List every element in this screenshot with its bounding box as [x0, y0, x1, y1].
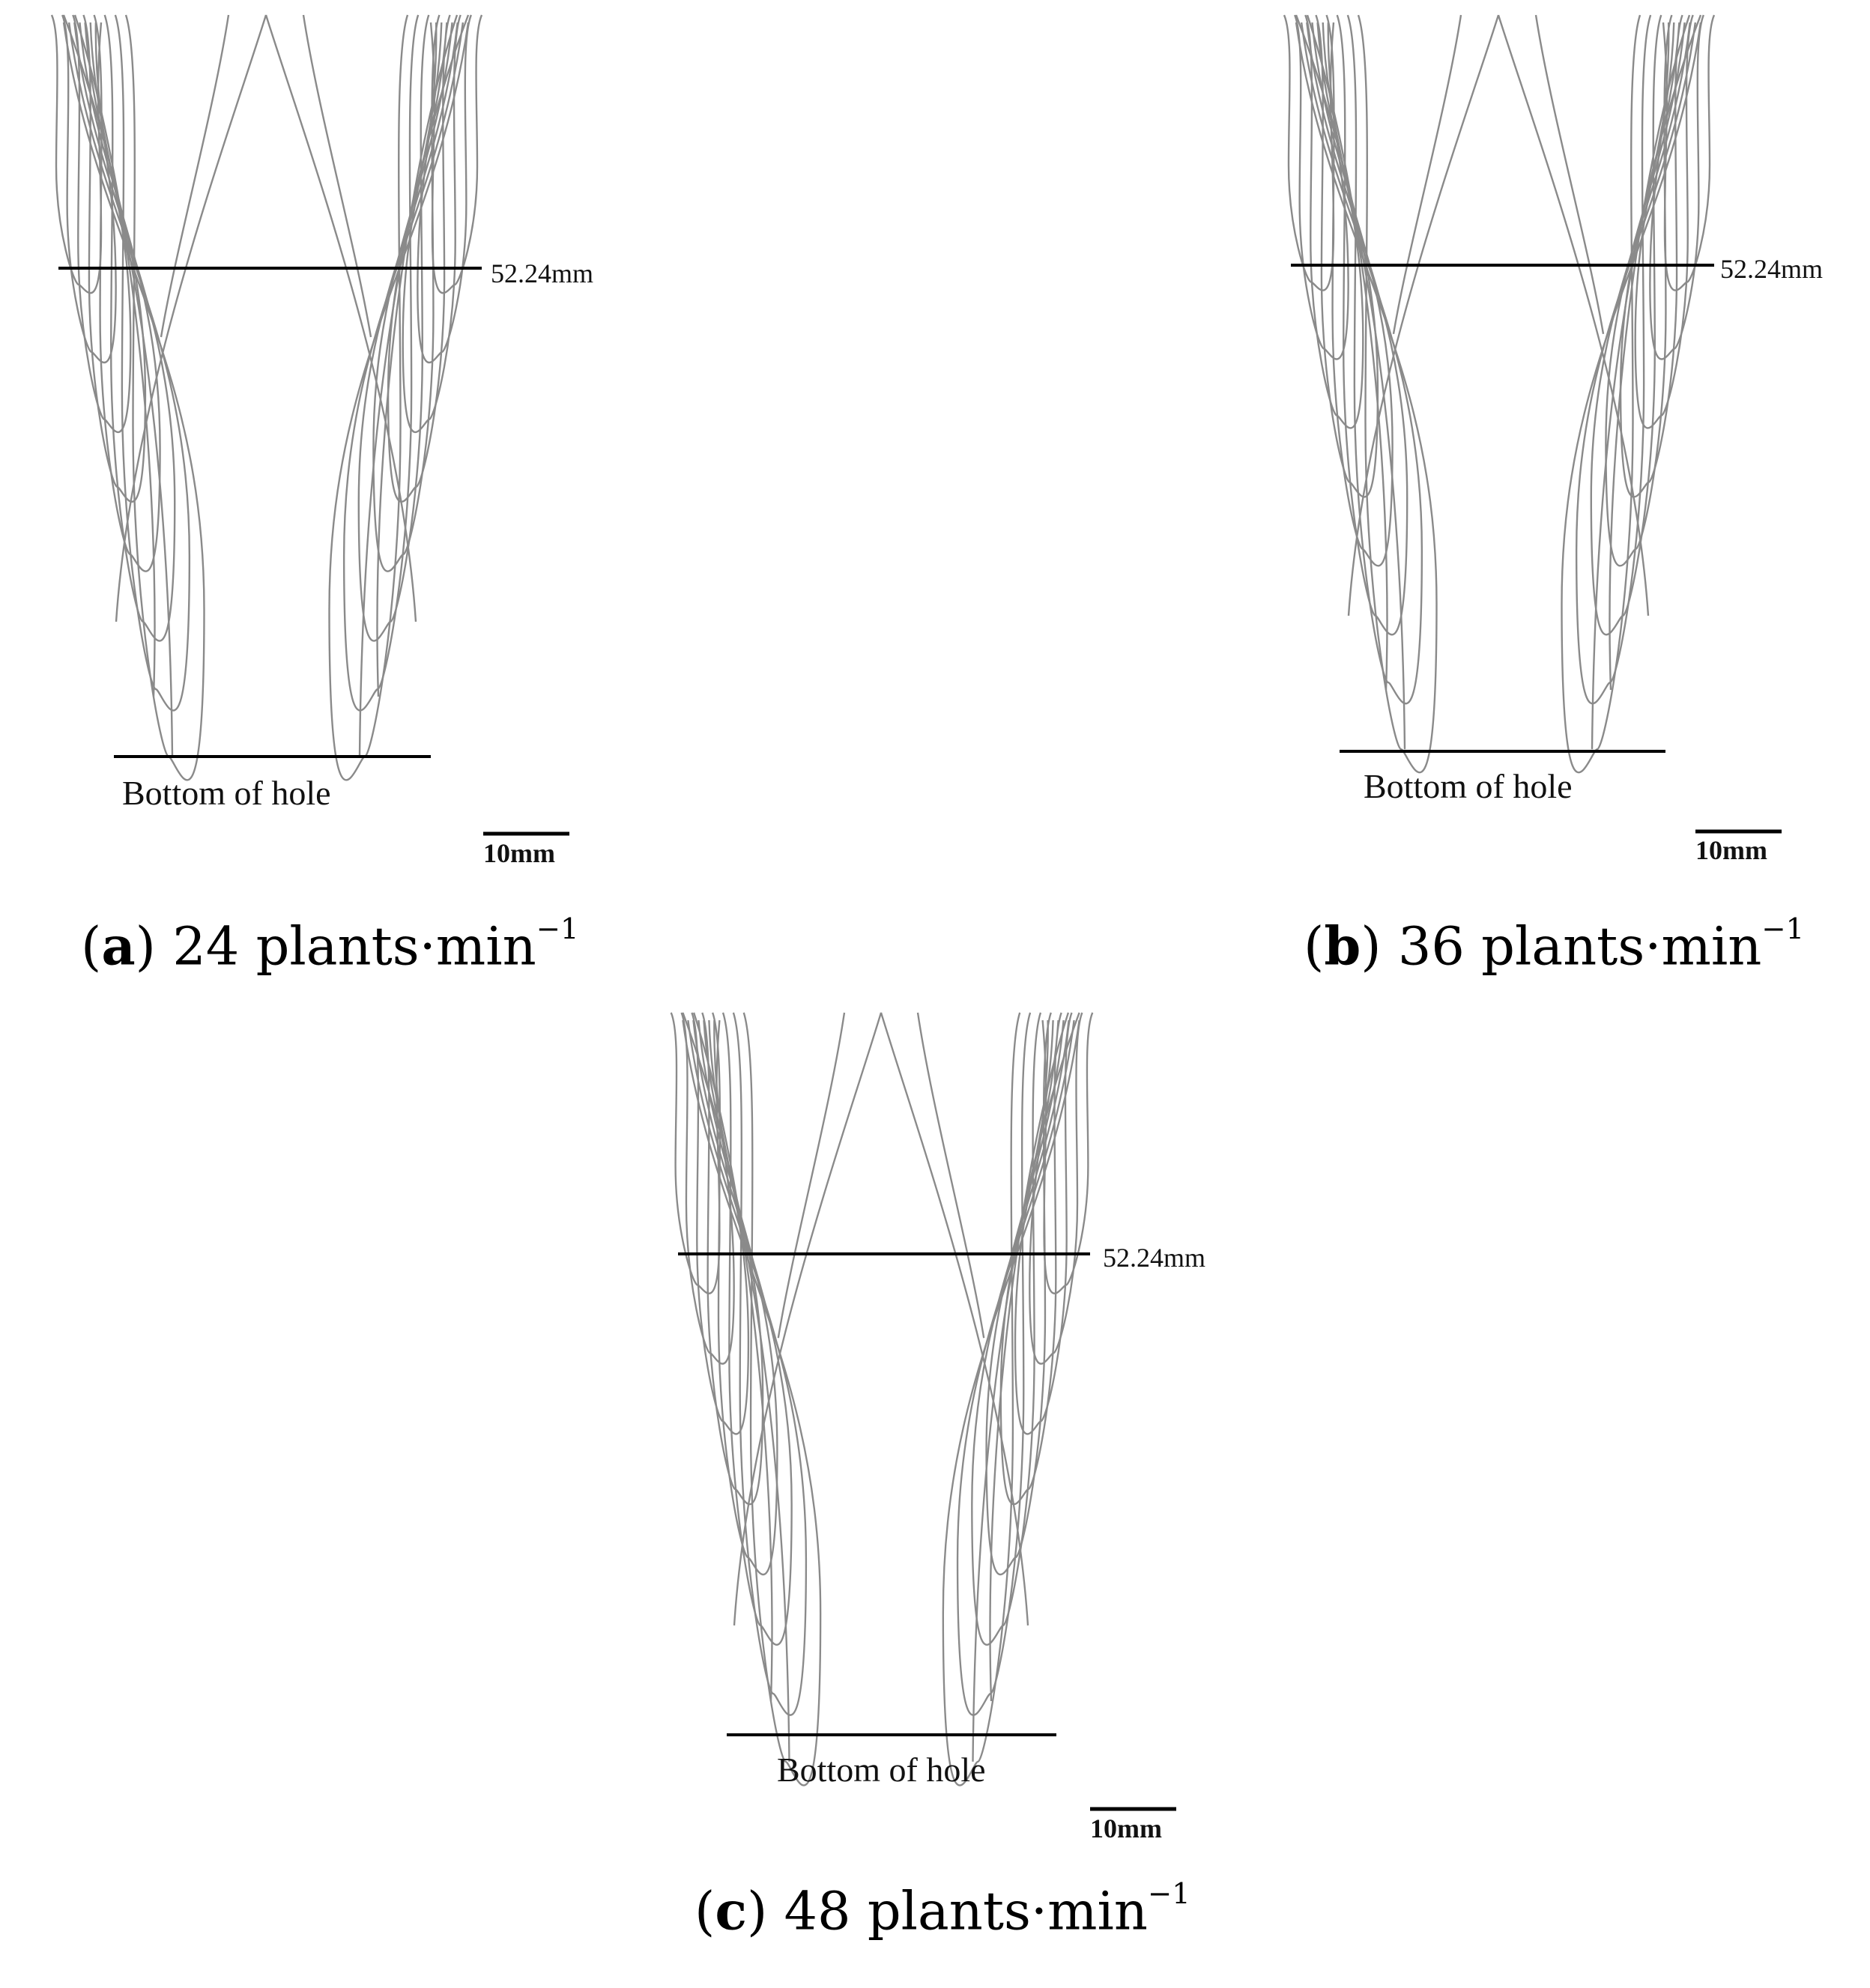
trajectory-curves-c-right-loop-1 — [942, 1012, 1080, 1787]
trajectory-curves-a-right-loop-1 — [328, 14, 470, 781]
caption-unit-a: plants·min — [255, 915, 536, 978]
trajectory-curves-c-left-loop-8 — [670, 1012, 721, 1294]
trajectory-diagram-b — [1283, 14, 1782, 834]
trajectory-curves-c-strand-6 — [880, 1012, 1029, 1626]
trajectory-curves-b-left-loop-5 — [1315, 14, 1379, 498]
caption-letter-b: b — [1324, 915, 1361, 978]
caption-b: (b) 36 plants·min−1 — [1304, 912, 1805, 978]
trajectory-curves-a-right-loop-6 — [402, 14, 462, 434]
trajectory-curves-c-right-loop-8 — [1041, 1012, 1094, 1294]
trajectory-curves-c-left-loop-7 — [680, 1012, 735, 1365]
trajectory-curves-b-left-loop-1 — [1295, 14, 1438, 774]
caption-unit-b: plants·min — [1481, 915, 1762, 978]
trajectory-curves-b-left-loop-6 — [1304, 14, 1364, 429]
trajectory-curves-a-right-loop-3 — [357, 14, 459, 642]
trajectory-curves-b-right-loop-1 — [1561, 14, 1702, 774]
caption-value-b: 36 — [1397, 915, 1465, 978]
trajectory-curves-c-strand-5 — [733, 1012, 883, 1626]
trajectory-curves-a-left-loop-6 — [72, 14, 132, 434]
trajectory-curves-b-left-loop-8 — [1283, 14, 1335, 291]
trajectory-curves-c-left-loop-1 — [682, 1012, 822, 1787]
trajectory-curves-c-left-loop-6 — [691, 1012, 750, 1435]
trajectory-curves-a-strand-7 — [160, 14, 230, 338]
trajectory-curves-a-left-loop-8 — [50, 14, 103, 294]
scale-label-c: 10mm — [1090, 1813, 1162, 1843]
trajectory-curves-a-left-loop-1 — [62, 14, 205, 781]
trajectory-curves-a-left-loop-5 — [82, 14, 147, 503]
trajectory-curves-b-right-loop-7 — [1649, 14, 1704, 360]
caption-unit-c: plants·min — [867, 1880, 1149, 1942]
trajectory-curves-c-strand-2 — [692, 1012, 773, 1702]
trajectory-curves-b-strand-2 — [1306, 14, 1388, 691]
trajectory-curves-a — [50, 14, 483, 781]
scale-label-b: 10mm — [1695, 835, 1767, 865]
caption-value-c: 48 — [784, 1880, 851, 1942]
trajectory-curves-a-right-loop-7 — [417, 14, 472, 364]
bottom-label-a: Bottom of hole — [122, 774, 331, 812]
trajectory-curves-b-right-loop-8 — [1662, 14, 1716, 291]
caption-letter-c: c — [715, 1879, 747, 1942]
trajectory-curves-c-right-loop-7 — [1029, 1012, 1083, 1365]
trajectory-curves-a-strand-5 — [115, 14, 267, 622]
trajectory-curves-a-strand-8 — [302, 14, 372, 338]
trajectory-curves-c-strand-3 — [972, 1012, 1080, 1762]
trajectory-curves-a-strand-1 — [62, 14, 174, 757]
trajectory-curves-a-strand-3 — [358, 14, 470, 757]
caption-a: (a) 24 plants·min−1 — [81, 912, 579, 978]
trajectory-curves-c-left-loop-5 — [701, 1012, 764, 1506]
trajectory-curves-c-left-loop-3 — [692, 1012, 793, 1646]
panel-c: 52.24mm Bottom of hole 10mm (c) 48 plant… — [0, 996, 1870, 1988]
trajectory-curves-a-strand-4 — [376, 14, 459, 697]
trajectory-curves-b-strand-3 — [1591, 14, 1702, 750]
trajectory-curves-c — [670, 1012, 1094, 1787]
trajectory-curves-c-right-loop-3 — [971, 1012, 1070, 1646]
trajectory-diagram-c — [670, 1012, 1176, 1811]
depth-label-b: 52.24mm — [1720, 254, 1824, 284]
trajectory-curves-b-strand-8 — [1534, 14, 1605, 334]
trajectory-curves-b-right-loop-6 — [1634, 14, 1694, 429]
trajectory-curves-c-strand-1 — [682, 1012, 790, 1762]
trajectory-diagram-a — [50, 14, 569, 836]
caption-exp-b: −1 — [1761, 912, 1805, 946]
trajectory-curves-b-strand-4 — [1609, 14, 1691, 691]
bottom-label-c: Bottom of hole — [777, 1751, 986, 1789]
trajectory-curves-b-right-loop-3 — [1590, 14, 1691, 636]
trajectory-curves-c-strand-7 — [777, 1012, 846, 1339]
trajectory-curves-b-strand-6 — [1497, 14, 1650, 616]
trajectory-curves-a-strand-6 — [264, 14, 417, 622]
caption-letter-a: a — [101, 915, 136, 978]
trajectory-curves-b-strand-1 — [1295, 14, 1406, 750]
caption-exp-c: −1 — [1148, 1877, 1190, 1911]
trajectory-curves-b-strand-5 — [1347, 14, 1500, 616]
scale-label-a: 10mm — [483, 838, 555, 868]
trajectory-curves-a-strand-2 — [73, 14, 156, 697]
trajectory-curves-b-left-loop-3 — [1306, 14, 1408, 636]
panel-a: 52.24mm Bottom of hole 10mm (a) 24 plant… — [0, 0, 935, 996]
trajectory-curves-a-left-loop-3 — [73, 14, 176, 642]
trajectory-curves-c-right-loop-6 — [1014, 1012, 1073, 1435]
trajectory-curves-b-strand-7 — [1392, 14, 1462, 334]
trajectory-curves-c-strand-8 — [916, 1012, 985, 1339]
depth-label-c: 52.24mm — [1103, 1243, 1206, 1273]
caption-value-a: 24 — [172, 915, 240, 978]
trajectory-curves-b — [1283, 14, 1716, 774]
trajectory-curves-a-left-loop-7 — [61, 14, 117, 364]
caption-exp-a: −1 — [536, 912, 579, 946]
depth-label-a: 52.24mm — [491, 258, 594, 288]
caption-c: (c) 48 plants·min−1 — [695, 1877, 1190, 1942]
bottom-label-b: Bottom of hole — [1364, 767, 1573, 805]
trajectory-curves-c-strand-4 — [989, 1012, 1070, 1702]
trajectory-curves-a-right-loop-8 — [429, 14, 483, 294]
panel-b: 52.24mm Bottom of hole 10mm (b) 36 plant… — [935, 0, 1870, 996]
trajectory-curves-b-left-loop-7 — [1294, 14, 1349, 360]
